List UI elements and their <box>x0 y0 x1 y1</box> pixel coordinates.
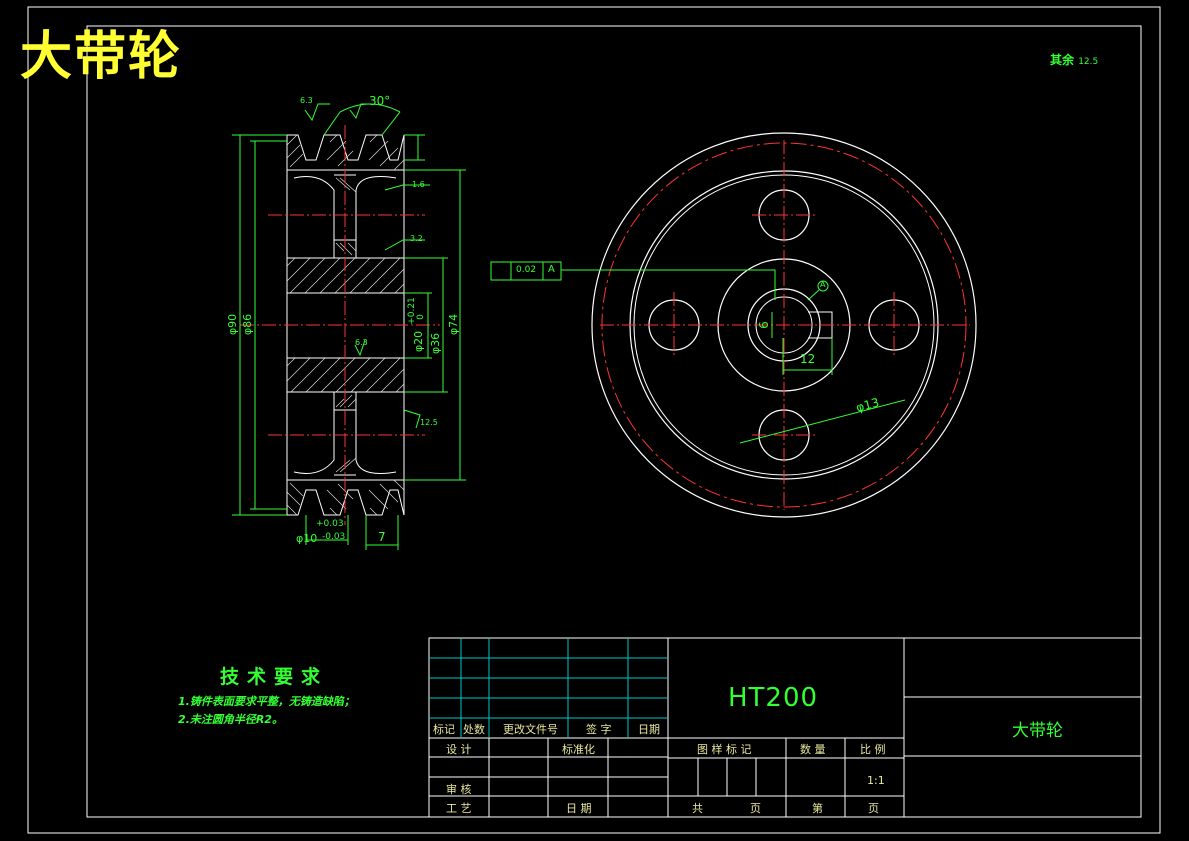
datum-callout: A <box>820 280 826 289</box>
tb-review: 审 核 <box>446 783 472 796</box>
rev-header-count: 处数 <box>463 723 485 736</box>
tech-req-heading: 技术要求 <box>220 666 329 688</box>
drawing-title: 大带轮 <box>20 27 183 87</box>
tb-page: 页 <box>750 802 761 815</box>
tb-scale-value: 1:1 <box>867 774 885 787</box>
section-view <box>232 103 466 550</box>
tol-upper-020: +0.21 <box>406 297 417 325</box>
rough-c: 3.2 <box>410 234 423 243</box>
dim-width7: 7 <box>378 530 386 544</box>
tb-stage-mark: 图 样 标 记 <box>697 743 752 756</box>
roughness-note-label: 其余 <box>1050 53 1075 67</box>
rev-header-sign: 签 字 <box>586 723 612 736</box>
dim-d36: φ36 <box>429 332 443 355</box>
tb-page2: 页 <box>868 802 879 815</box>
title-block <box>428 637 1142 818</box>
rough-b: 1.6 <box>412 180 425 189</box>
rough-e: 12.5 <box>420 418 438 427</box>
rev-header-docno: 更改文件号 <box>503 723 558 736</box>
tb-sheet: 第 <box>812 802 823 815</box>
tb-date: 日 期 <box>566 802 592 815</box>
part-name: 大带轮 <box>1012 721 1063 741</box>
tb-quantity: 数 量 <box>800 743 826 756</box>
symmetry-tol: 0.02 <box>516 265 537 275</box>
roughness-note: 其余 12.5 <box>1050 51 1098 68</box>
tol-lower-010: -0.03 <box>322 532 346 542</box>
material-label: HT200 <box>728 683 819 713</box>
keyway-6: 6 <box>756 321 771 329</box>
datum-label: A <box>548 264 555 275</box>
dim-d10: φ10 <box>296 532 318 545</box>
rough-a: 6.3 <box>300 96 313 105</box>
dim-d90: φ90 <box>226 313 240 336</box>
roughness-note-value: 12.5 <box>1078 57 1099 67</box>
tb-process: 工 艺 <box>446 802 472 815</box>
dim-d20: φ20 <box>412 330 426 353</box>
dim-d74: φ74 <box>447 313 461 336</box>
angle-dim: 30° <box>369 94 391 108</box>
rough-d: 6.3 <box>355 338 368 347</box>
tech-req-item-1: 1.铸件表面要求平整，无铸造缺陷； <box>178 695 355 708</box>
tb-scale-label: 比 例 <box>860 743 886 756</box>
rev-header-date: 日期 <box>638 723 660 736</box>
tb-total: 共 <box>692 802 703 815</box>
tol-lower-020: 0 <box>415 314 426 320</box>
front-view <box>490 132 977 518</box>
outer-border <box>27 6 1161 834</box>
rev-header-mark: 标记 <box>433 723 455 736</box>
dim-d86: φ86 <box>241 313 255 336</box>
tb-design: 设 计 <box>446 743 472 756</box>
tech-req-item-2: 2.未注圆角半径R2。 <box>178 713 283 726</box>
tol-upper-010: +0.03 <box>316 519 344 529</box>
tb-standard: 标准化 <box>562 743 595 756</box>
keyway-12: 12 <box>800 352 816 366</box>
